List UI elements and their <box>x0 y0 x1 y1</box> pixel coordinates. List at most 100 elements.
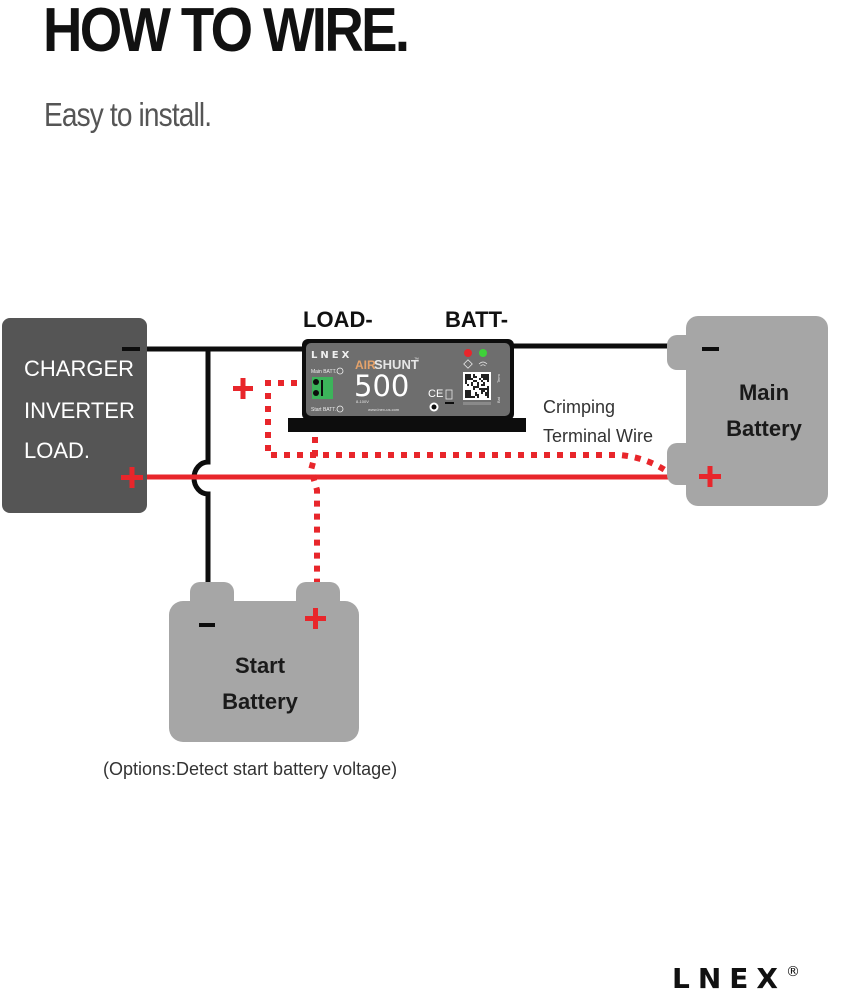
connector-divider <box>321 380 323 396</box>
wire-start-negative <box>191 349 211 585</box>
qr-cell <box>465 380 467 382</box>
qr-cell <box>467 376 469 378</box>
main-battery-label-line1: Main <box>739 380 789 405</box>
qr-cell <box>487 378 489 380</box>
qr-cell <box>467 394 469 396</box>
registered-mark: ® <box>786 964 800 980</box>
qr-cell <box>485 378 487 380</box>
device-voltage: 8-100V <box>356 399 369 404</box>
qr-cell <box>469 394 471 396</box>
qr-cell <box>481 392 483 394</box>
device-base <box>288 418 526 432</box>
qr-cell <box>485 376 487 378</box>
status-led-green <box>479 349 487 357</box>
sense-wires <box>265 380 674 585</box>
start-battery-label-line1: Start <box>235 653 286 678</box>
qr-cell <box>467 390 469 392</box>
qr-cell <box>471 382 473 384</box>
charger-label: CHARGER <box>24 356 134 381</box>
terminal-wire-label: Terminal Wire <box>543 426 653 446</box>
qr-cell <box>483 382 485 384</box>
qr-cell <box>481 390 483 392</box>
device-website: www.lnex-us.com <box>368 407 400 412</box>
qr-cell <box>467 392 469 394</box>
qr-cell <box>479 388 481 390</box>
qr-cell <box>467 396 469 398</box>
qr-cell <box>487 386 489 388</box>
start-batt-terminal-icon <box>336 405 344 413</box>
qr-cell <box>473 396 475 398</box>
connector-port-icon <box>313 379 319 385</box>
connector-port-icon <box>313 390 319 396</box>
main-batt-terminal-icon <box>336 367 344 375</box>
qr-code-pattern <box>465 374 489 398</box>
qr-cell <box>465 378 467 380</box>
wire-main-sense <box>265 380 674 478</box>
qr-cell <box>483 376 485 378</box>
charger-box <box>2 318 147 513</box>
qr-cell <box>481 384 483 386</box>
status-led-red <box>464 349 472 357</box>
qr-cell <box>483 390 485 392</box>
charger-inverter-load-block: CHARGER INVERTER LOAD. <box>2 318 147 513</box>
qr-cell <box>473 386 475 388</box>
qr-cell <box>475 386 477 388</box>
page-subtitle: Easy to install. <box>44 96 212 133</box>
air-shunt-device: LNEX Main BATT. Start BATT. AIR SHUNT ™ … <box>288 339 526 432</box>
weee-bin-icon <box>445 389 453 400</box>
qr-cell <box>487 376 489 378</box>
start-battery-positive-icon <box>305 608 326 629</box>
qr-cell <box>465 374 467 376</box>
qr-cell <box>485 388 487 390</box>
qr-cell <box>477 396 479 398</box>
device-prefix: AIR <box>355 358 376 372</box>
main-battery-negative-icon <box>702 347 719 351</box>
start-battery-label-line2: Battery <box>222 689 299 714</box>
crimping-label: Crimping <box>543 397 615 417</box>
qr-cell <box>481 380 483 382</box>
side-label-term: Term <box>496 373 501 383</box>
qr-cell <box>487 388 489 390</box>
qr-cell <box>487 396 489 398</box>
qr-cell <box>485 394 487 396</box>
qr-cell <box>485 392 487 394</box>
inverter-label: INVERTER <box>24 398 135 423</box>
certification-icon-inner <box>431 404 437 410</box>
qr-cell <box>477 394 479 396</box>
device-face <box>306 343 510 416</box>
device-start-batt-label: Start BATT. <box>311 407 336 413</box>
main-battery-label-line2: Battery <box>726 416 803 441</box>
qr-cell <box>475 394 477 396</box>
device-brand-logo: LNEX <box>311 350 352 361</box>
qr-cell <box>483 374 485 376</box>
qr-cell <box>469 378 471 380</box>
qr-cell <box>465 376 467 378</box>
qr-cell <box>465 382 467 384</box>
qr-cell <box>469 374 471 376</box>
footer-brand-text: LNEX <box>672 962 786 995</box>
qr-cell <box>469 376 471 378</box>
weee-bar <box>445 402 454 404</box>
qr-cell <box>483 388 485 390</box>
charger-negative-icon <box>122 347 140 351</box>
qr-cell <box>485 374 487 376</box>
qr-cell <box>475 392 477 394</box>
qr-cell <box>475 376 477 378</box>
qr-cell <box>465 394 467 396</box>
qr-cell <box>477 386 479 388</box>
start-battery-body <box>169 601 359 742</box>
qr-cell <box>473 374 475 376</box>
qr-cell <box>469 392 471 394</box>
trademark-symbol: ™ <box>414 357 419 363</box>
qr-cell <box>473 380 475 382</box>
qr-cell <box>473 376 475 378</box>
load-label: LOAD. <box>24 438 90 463</box>
main-battery: Main Battery <box>667 316 828 506</box>
qr-cell <box>465 390 467 392</box>
qr-cell <box>465 396 467 398</box>
qr-cell <box>481 388 483 390</box>
qr-cell <box>471 384 473 386</box>
qr-cell <box>483 378 485 380</box>
page-title: HOW TO WIRE. <box>43 0 410 65</box>
